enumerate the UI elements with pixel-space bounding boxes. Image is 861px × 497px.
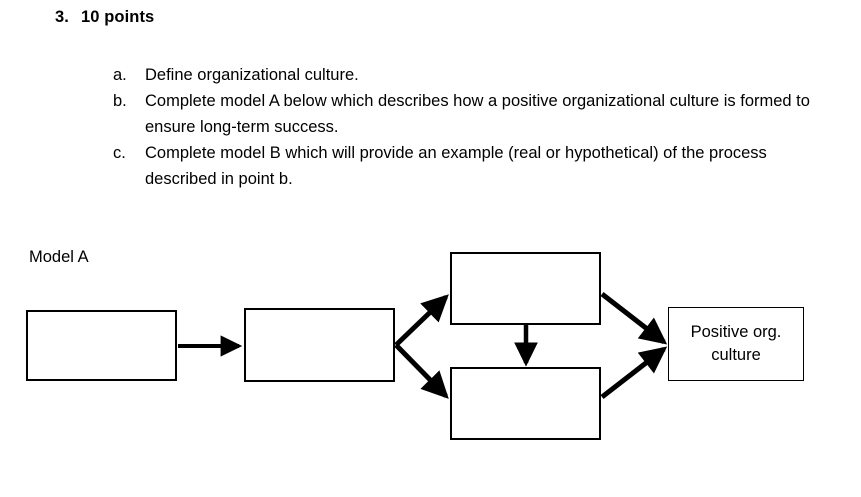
list-item-marker: b.: [113, 92, 127, 110]
arrow-bottom-to-outcome: [600, 346, 668, 399]
model-label: Model A: [29, 248, 89, 266]
outcome-label-line-1: Positive org.: [690, 323, 782, 341]
diagram-node-box-4-bottom[interactable]: [450, 367, 601, 440]
diagram-node-outcome[interactable]: Positive org. culture: [668, 307, 804, 381]
list-item: c. Complete model B which will provide a…: [113, 140, 813, 192]
question-title: 10 points: [81, 8, 155, 26]
diagram-node-box-1[interactable]: [26, 310, 177, 381]
list-item: a. Define organizational culture.: [113, 62, 813, 88]
arrow-box2-to-top: [394, 294, 449, 347]
diagram-node-box-2[interactable]: [244, 308, 395, 382]
question-sub-list: a. Define organizational culture. b. Com…: [113, 62, 813, 192]
diagram-node-box-1-label: [28, 312, 175, 379]
arrow-box2-to-bottom: [394, 343, 449, 399]
list-item-marker: c.: [113, 144, 126, 162]
diagram-node-box-3-top[interactable]: [450, 252, 601, 325]
arrow-top-to-outcome: [600, 292, 668, 345]
diagram-node-outcome-label: Positive org. culture: [669, 308, 803, 380]
diagram-node-box-3-top-label: [452, 254, 599, 323]
list-item-text: Define organizational culture.: [145, 66, 359, 84]
diagram-node-box-4-bottom-label: [452, 369, 599, 438]
list-item-text: Complete model B which will provide an e…: [145, 144, 767, 188]
outcome-label-line-2: culture: [711, 346, 761, 364]
list-item: b. Complete model A below which describe…: [113, 88, 813, 140]
question-number: 3.: [55, 8, 69, 26]
diagram-node-box-2-label: [246, 310, 393, 380]
list-item-marker: a.: [113, 66, 127, 84]
page-title: 3. 10 points: [55, 8, 154, 27]
list-item-text: Complete model A below which describes h…: [145, 92, 810, 136]
